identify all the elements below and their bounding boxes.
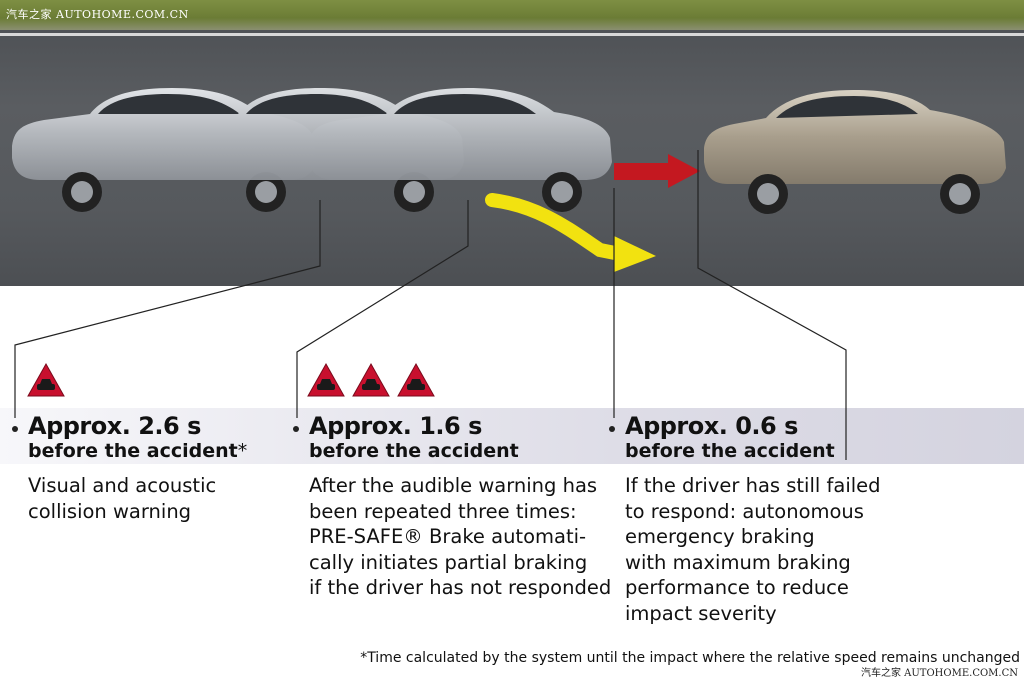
- phase-1-before: before the accident*: [28, 440, 248, 462]
- phase-2-heading: Approx. 1.6 s before the accident: [293, 412, 519, 462]
- phase-3-heading: Approx. 0.6 s before the accident: [609, 412, 835, 462]
- phase-2-before: before the accident: [309, 440, 519, 462]
- phase-3-time: Approx. 0.6 s: [625, 412, 798, 440]
- phase-1-description: Visual and acoustic collision warning: [28, 474, 217, 523]
- warning-triangle-car-icon: [397, 362, 435, 397]
- grass-strip: [0, 0, 1024, 30]
- warning-triangle-car-icon: [352, 362, 390, 397]
- bullet-dot: [609, 426, 615, 432]
- car-3: [308, 88, 612, 212]
- phase-3-description: If the driver has still failed to respon…: [625, 474, 881, 625]
- phase-2-description: After the audible warning has been repea…: [309, 474, 612, 599]
- cars-illustration: [12, 88, 1006, 272]
- red-arrow-icon: [614, 154, 700, 188]
- bullet-dot: [293, 426, 299, 432]
- warning-triangle-car-icon: [307, 362, 345, 397]
- road-edge-line: [0, 33, 1024, 36]
- watermark-top: 汽车之家 AUTOHOME.COM.CN: [6, 8, 189, 21]
- phase-3-before: before the accident: [625, 440, 835, 462]
- bullet-dot: [12, 426, 18, 432]
- footnote: *Time calculated by the system until the…: [360, 650, 1020, 666]
- phase-2-time: Approx. 1.6 s: [309, 412, 482, 440]
- front-car: [704, 90, 1006, 214]
- phase-1-heading: Approx. 2.6 s before the accident*: [12, 412, 248, 462]
- watermark-bottom: 汽车之家 AUTOHOME.COM.CN: [860, 668, 1018, 679]
- warning-triangle-car-icon: [27, 362, 65, 397]
- yellow-swerve-arrow-icon: [485, 193, 656, 272]
- phase-1-time: Approx. 2.6 s: [28, 412, 201, 440]
